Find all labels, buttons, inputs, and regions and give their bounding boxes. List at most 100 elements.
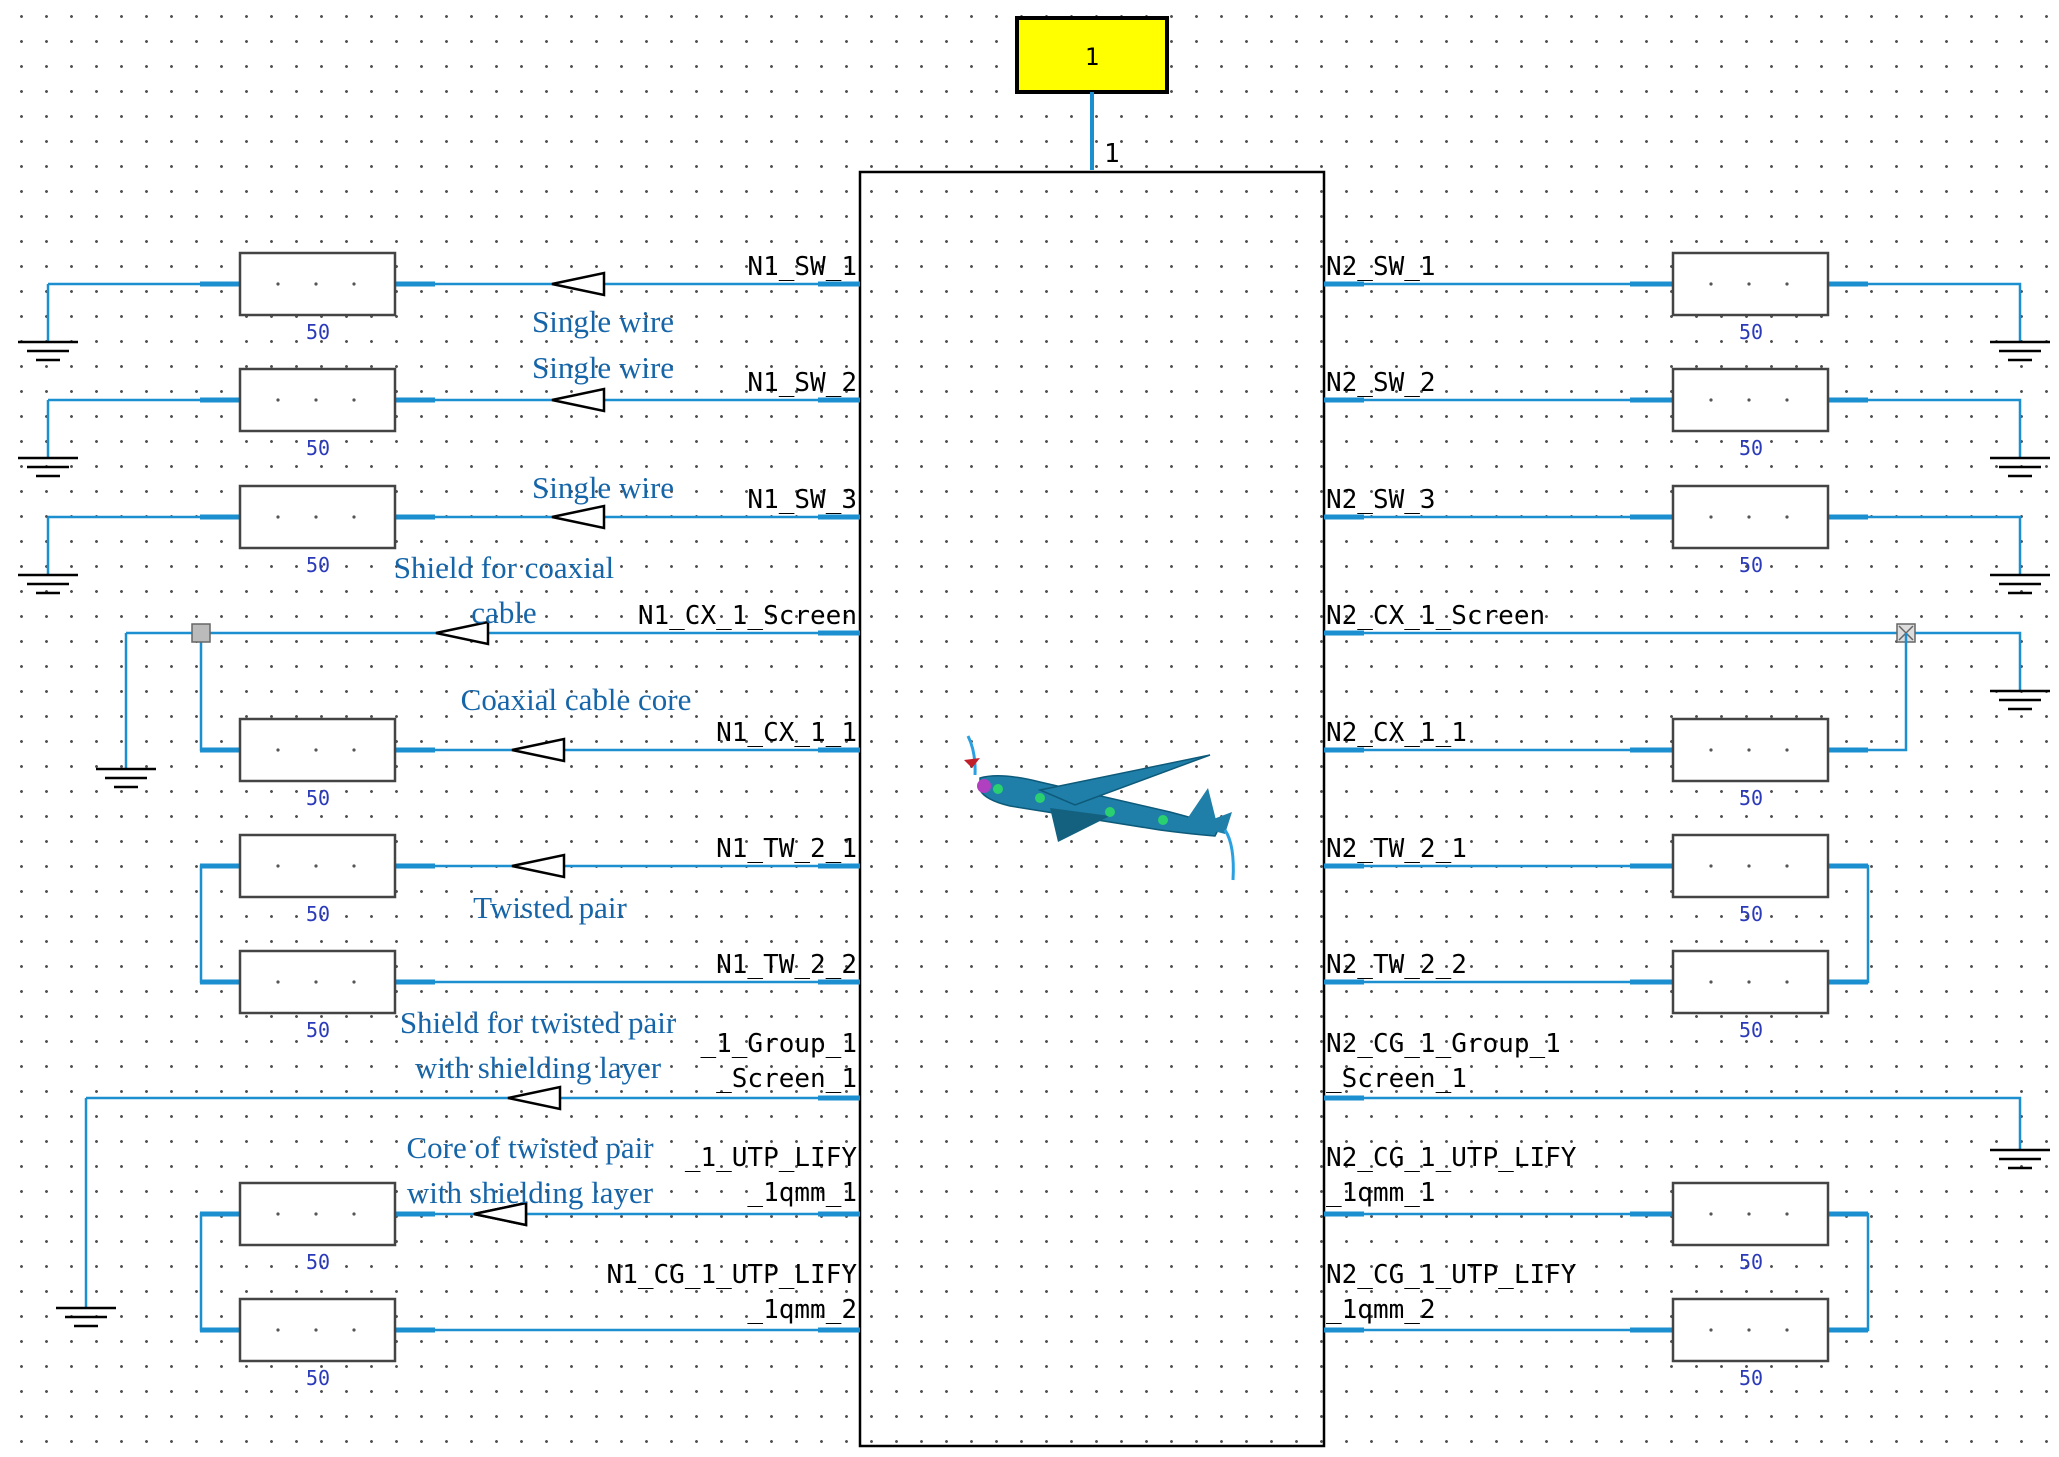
left-cg-core-1-resistor-dot: [276, 1212, 280, 1216]
left-tw-2-resistor-value: 50: [306, 1018, 330, 1042]
right-sw-2-resistor-dot: [1709, 398, 1713, 402]
right-sw-2-resistor[interactable]: 50: [1671, 367, 1830, 460]
pin-label-n2-tw-2: N2_TW_2_2: [1326, 950, 1467, 980]
central-block[interactable]: [858, 170, 1326, 1448]
left-cx-screen-ground-icon: [96, 767, 156, 789]
pin-label-n2-sw-3: N2_SW_3: [1326, 485, 1436, 515]
right-cg-core-loop[interactable]: [1828, 1212, 1870, 1332]
pin-label-n2-cx-screen: N2_CX_1_Screen: [1326, 601, 1545, 631]
ann-coax-core: Coaxial cable core: [461, 682, 692, 717]
right-cg-core-2-resistor[interactable]: 50: [1671, 1297, 1830, 1390]
right-sw-3-resistor[interactable]: 50: [1671, 484, 1830, 577]
resistor-layer: 50 50 50 50 50 50 50 50 50 50 50 50 50 50 50 50: [238, 251, 1830, 1390]
ann-twisted-pair: Twisted pair: [473, 890, 627, 925]
left-sw-3-resistor[interactable]: 50: [238, 484, 397, 577]
pin-label-n1-cx-core: N1_CX_1_1: [716, 718, 857, 748]
right-tw-1-resistor-dot: [1709, 864, 1713, 868]
left-tw-1-resistor-value: 50: [306, 902, 330, 926]
left-cx-core-resistor-dot: [314, 748, 318, 752]
left-sw-2-resistor[interactable]: 50: [238, 367, 397, 460]
right-sw-1-resistor-body[interactable]: [1671, 251, 1830, 317]
right-tw-1-resistor-dot: [1785, 864, 1789, 868]
left-cg-core-1-resistor-value: 50: [306, 1250, 330, 1274]
ann-tp-shield-line-2: with shielding layer: [415, 1050, 662, 1085]
left-cx-junction[interactable]: [191, 623, 211, 643]
left-cx-core-loop[interactable]: [199, 633, 240, 752]
left-cg-core-2-resistor-dot: [276, 1328, 280, 1332]
left-cx-core-resistor-dot: [352, 748, 356, 752]
right-cx-screen-wire[interactable]: [1324, 631, 2022, 691]
left-cx-core-resistor[interactable]: 50: [238, 717, 397, 810]
ann-single-wire-2: Single wire: [532, 350, 674, 385]
right-cg-core-2-resistor-dot: [1709, 1328, 1713, 1332]
right-sw-2-resistor-dot: [1785, 398, 1789, 402]
pin-label-n1-cg-core-1-line-2: _1qmm_1: [747, 1178, 857, 1208]
ann-tp-shield-line-1: Shield for twisted pair: [400, 1005, 677, 1040]
right-cg-core-1-resistor-dot: [1709, 1212, 1713, 1216]
right-sw-1-resistor-dot: [1709, 282, 1713, 286]
pin-label-n2-tw-1: N2_TW_2_1: [1326, 834, 1467, 864]
right-cg-screen-wire[interactable]: [1324, 1096, 2022, 1150]
right-tw-2-resistor-dot: [1709, 980, 1713, 984]
left-sw-1-resistor[interactable]: 50: [238, 251, 397, 344]
left-cg-core-2-resistor[interactable]: 50: [238, 1297, 397, 1390]
left-sw-3-resistor-dot: [276, 515, 280, 519]
signal-arrow-8-icon: [507, 1085, 562, 1111]
right-sw-2-resistor-dot: [1747, 398, 1751, 402]
right-sw-1-ground-icon: [1990, 340, 2050, 362]
right-sw-1-ground-wire[interactable]: [1828, 282, 2022, 342]
left-sw-2-resistor-dot: [276, 398, 280, 402]
left-cg-core-1-resistor-dot: [314, 1212, 318, 1216]
right-sw-3-ground-wire[interactable]: [1828, 515, 2022, 575]
pin-label-n1-sw-1: N1_SW_1: [747, 252, 857, 282]
right-tw-2-resistor[interactable]: 50: [1671, 949, 1830, 1042]
right-cx-core-loop[interactable]: [1828, 633, 1908, 752]
right-tw-2-resistor-value: 50: [1739, 1018, 1763, 1042]
left-cg-core-1-resistor[interactable]: 50: [238, 1181, 397, 1274]
left-tw-1-resistor[interactable]: 50: [238, 833, 397, 926]
signal-arrow-5-icon: [511, 737, 566, 763]
pin-label-n1-cg-screen-line-2: _Screen_1: [716, 1064, 857, 1094]
arrow-layer: [435, 271, 606, 1227]
airplane-icon: [964, 735, 1235, 881]
pin-label-n1-sw-2: N1_SW_2: [747, 368, 857, 398]
pin-label-n2-cg-core-2-line-1: N2_CG_1_UTP_LIFY: [1326, 1260, 1577, 1290]
ann-tp-core-line-2: with shielding layer: [407, 1175, 654, 1210]
right-sw-1-resistor-dot: [1785, 282, 1789, 286]
left-tw-2-resistor[interactable]: 50: [238, 949, 397, 1042]
pin-label-n2-cx-core: N2_CX_1_1: [1326, 718, 1467, 748]
right-tw-1-resistor-body[interactable]: [1671, 833, 1830, 899]
pin-label-n2-cg-core-1-line-2: _1qmm_1: [1326, 1178, 1436, 1208]
ground-layer: [18, 340, 2050, 1328]
right-tw-1-resistor[interactable]: 50: [1671, 833, 1830, 926]
left-cx-core-resistor-value: 50: [306, 786, 330, 810]
right-tw-2-resistor-dot: [1785, 980, 1789, 984]
port-box[interactable]: 1: [1015, 16, 1169, 94]
pin-label-n1-tw-2: N1_TW_2_2: [716, 950, 857, 980]
pin-label-n2-cg-screen-line-1: N2_CG_1_Group_1: [1326, 1029, 1561, 1059]
right-cx-core-resistor[interactable]: 50: [1671, 717, 1830, 810]
pin-label-n2-sw-1: N2_SW_1: [1326, 252, 1436, 282]
left-cg-core-2-resistor-value: 50: [306, 1366, 330, 1390]
left-tw-loop[interactable]: [199, 864, 240, 984]
right-cg-core-1-resistor[interactable]: 50: [1671, 1181, 1830, 1274]
left-sw-2-resistor-dot: [314, 398, 318, 402]
left-cg-core-2-resistor-dot: [352, 1328, 356, 1332]
left-cx-core-resistor-dot: [276, 748, 280, 752]
left-cg-core-1-resistor-body[interactable]: [238, 1181, 397, 1247]
left-cg-screen-ground-icon: [56, 1306, 116, 1328]
right-sw-2-ground-icon: [1990, 456, 2050, 478]
signal-arrow-9b-icon: [473, 1201, 528, 1227]
right-cx-core-resistor-dot: [1709, 748, 1713, 752]
right-sw-1-resistor[interactable]: 50: [1671, 251, 1830, 344]
right-cg-core-1-resistor-value: 50: [1739, 1250, 1763, 1274]
right-tw-loop[interactable]: [1828, 864, 1870, 984]
right-sw-3-resistor-dot: [1747, 515, 1751, 519]
ann-coax-shield-line-2: cable: [471, 595, 536, 630]
right-cx-core-resistor-dot: [1747, 748, 1751, 752]
right-sw-2-ground-wire[interactable]: [1828, 398, 2022, 458]
ann-single-wire-3: Single wire: [532, 470, 674, 505]
pin-label-n1-cg-screen-line-1: _1_Group_1: [700, 1029, 857, 1059]
left-cg-core-loop[interactable]: [199, 1212, 240, 1332]
